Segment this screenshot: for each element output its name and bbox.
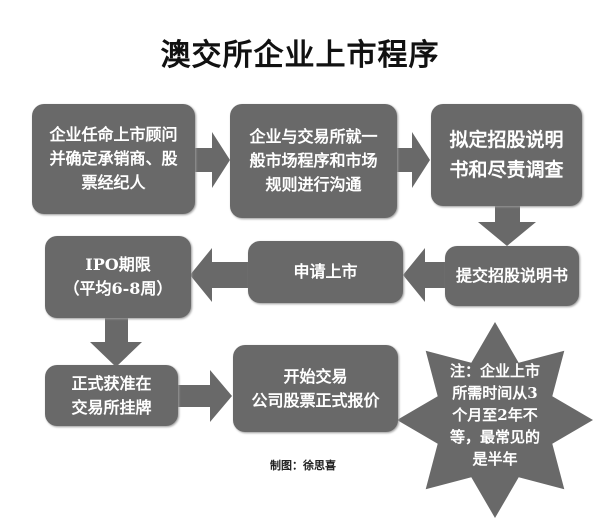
credit: 制图：徐思喜: [270, 459, 336, 472]
arrow-down-2: [90, 318, 142, 367]
step-apply-listing: 申请上市: [248, 241, 403, 303]
arrow-down-1: [478, 205, 536, 246]
step-start-trading: 开始交易 公司股票正式报价: [233, 345, 398, 432]
note-star: [397, 322, 593, 518]
arrow-right-3: [178, 370, 232, 422]
step-draft-prospectus: 拟定招股说明 书和尽责调查: [431, 104, 582, 206]
step-approved-listing: 正式获准在 交易所挂牌: [45, 365, 178, 426]
diagram-title: 澳交所企业上市程序: [160, 38, 440, 73]
step-appoint-advisor: 企业任命上市顾问 并确定承销商、股 票经纪人: [32, 104, 195, 214]
note-text: 注：企业上市 所需时间从3 个月至2年不 等，最常见的 是半年: [449, 362, 540, 468]
arrow-right-1: [195, 132, 230, 188]
step-communicate-exchange: 企业与交易所就一 般市场程序和市场 规则进行沟通: [230, 104, 397, 218]
step-submit-prospectus: 提交招股说明书: [445, 246, 579, 306]
arrow-left-2: [190, 248, 248, 302]
arrow-right-2: [397, 132, 430, 188]
step-ipo-period: IPO期限 （平均6-8周）: [45, 236, 191, 318]
arrow-left-1: [403, 248, 445, 302]
